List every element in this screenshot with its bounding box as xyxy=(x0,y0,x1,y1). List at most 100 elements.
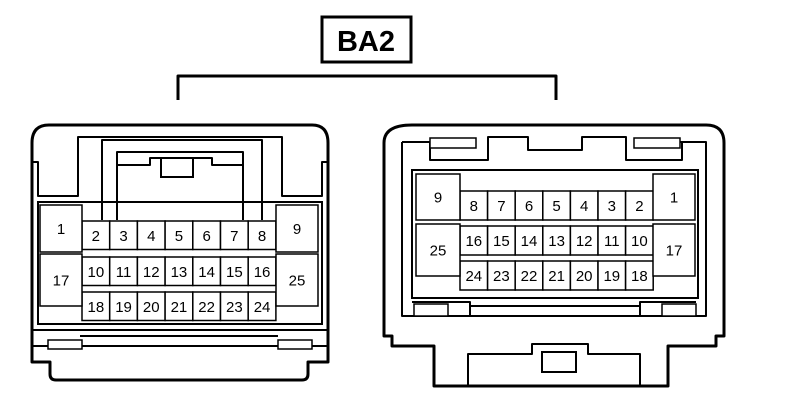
right-bottom-slot-right xyxy=(661,303,697,317)
right-connector-pin-label-1: 1 xyxy=(670,190,678,207)
left-connector-pin-cell-14 xyxy=(192,256,222,287)
left-connector-pin-label-25: 25 xyxy=(289,273,306,290)
left-connector-pin-label-7: 7 xyxy=(230,228,238,245)
left-bottom-tab-left xyxy=(47,339,83,350)
right-connector-pin-cell-8 xyxy=(459,190,489,221)
left-connector-pin-label-17: 17 xyxy=(53,273,70,290)
right-lock-button xyxy=(541,351,577,373)
right-connector-pin-label-14: 14 xyxy=(521,233,538,250)
left-connector-pin-label-11: 11 xyxy=(116,264,132,281)
left-connector-pin-label-6: 6 xyxy=(202,228,210,245)
left-connector-pin-label-18: 18 xyxy=(88,299,105,316)
left-connector-pin-label-16: 16 xyxy=(254,264,271,281)
right-connector-pin-cell-22 xyxy=(514,260,544,291)
right-connector-pin-label-5: 5 xyxy=(552,198,560,215)
right-connector-pin-cell-15 xyxy=(486,225,516,256)
right-connector-pin-cell-2 xyxy=(624,190,654,221)
left-connector-pin-label-12: 12 xyxy=(143,264,160,281)
right-connector-pin-label-9: 9 xyxy=(434,190,442,207)
right-bottom-rail xyxy=(412,301,696,316)
left-connector-pin-label-21: 21 xyxy=(171,299,188,316)
right-pin-block xyxy=(411,169,699,299)
left-connector-pin-label-1: 1 xyxy=(57,221,65,238)
left-connector-pin-cell-5 xyxy=(164,220,194,251)
right-connector-pin-label-8: 8 xyxy=(470,198,478,215)
right-connector-pin-label-2: 2 xyxy=(635,198,643,215)
left-pin-block xyxy=(37,201,323,325)
right-connector-pin-label-16: 16 xyxy=(465,233,482,250)
right-connector-pin-label-20: 20 xyxy=(576,268,593,285)
left-bottom-tab-right xyxy=(277,339,313,350)
right-housing xyxy=(382,123,726,388)
left-connector-pin-label-9: 9 xyxy=(293,221,301,238)
right-connector-pin-cell-20 xyxy=(569,260,599,291)
left-connector-pin-label-22: 22 xyxy=(198,299,215,316)
right-connector-pin-label-23: 23 xyxy=(493,268,510,285)
left-connector-pin-label-15: 15 xyxy=(226,264,243,281)
left-connector-pin-cell-16 xyxy=(247,256,277,287)
right-connector-pin-cell-11 xyxy=(597,225,627,256)
left-connector-pin-cell-7 xyxy=(219,220,249,251)
left-connector-pin-label-3: 3 xyxy=(119,228,127,245)
right-connector-pin-cell-24 xyxy=(459,260,489,291)
left-connector-pin-cell-12 xyxy=(136,256,166,287)
right-connector-pin-label-25: 25 xyxy=(430,243,447,260)
right-connector-pin-cell-10 xyxy=(624,225,654,256)
left-latch-button xyxy=(160,157,194,178)
left-connector-pin-cell-15 xyxy=(219,256,249,287)
right-connector-pin-label-15: 15 xyxy=(493,233,510,250)
right-connector-pin-label-22: 22 xyxy=(521,268,538,285)
right-connector-pin-label-12: 12 xyxy=(576,233,593,250)
left-connector-pin-cell-17 xyxy=(39,253,83,307)
left-connector-pin-cell-21 xyxy=(164,291,194,322)
right-connector-pin-cell-7 xyxy=(486,190,516,221)
left-connector-pin-label-14: 14 xyxy=(198,264,215,281)
left-connector-pin-label-13: 13 xyxy=(171,264,188,281)
right-connector-pin-label-11: 11 xyxy=(604,233,620,250)
connector-label: BA2 xyxy=(337,26,395,58)
left-connector-pin-label-19: 19 xyxy=(115,299,132,316)
left-connector-pin-cell-3 xyxy=(108,220,139,251)
right-connector-pin-cell-16 xyxy=(459,225,489,256)
right-top-tab-left xyxy=(429,137,477,149)
left-connector-pin-label-8: 8 xyxy=(258,228,266,245)
left-connector-pin-cell-25 xyxy=(275,253,319,307)
right-connector-pin-cell-25 xyxy=(415,223,461,277)
right-top-notch xyxy=(429,136,683,161)
left-connector-pin-cell-24 xyxy=(247,291,277,322)
right-connector-pin-label-6: 6 xyxy=(525,198,533,215)
left-connector-pin-cell-8 xyxy=(247,220,277,251)
left-connector-pin-label-24: 24 xyxy=(254,299,271,316)
right-connector-pin-label-7: 7 xyxy=(497,198,505,215)
left-latch xyxy=(101,139,263,220)
left-connector-pin-label-20: 20 xyxy=(143,299,160,316)
right-connector-pin-label-18: 18 xyxy=(631,268,648,285)
left-connector-pin-cell-1 xyxy=(39,204,83,253)
left-inner-outline xyxy=(32,136,328,197)
right-connector-pin-cell-14 xyxy=(514,225,544,256)
right-bottom-lock xyxy=(467,343,641,386)
right-connector-pin-label-4: 4 xyxy=(580,198,588,215)
right-connector-pin-label-24: 24 xyxy=(465,268,482,285)
right-connector-pin-cell-17 xyxy=(652,223,696,277)
left-connector-pin-cell-9 xyxy=(275,204,319,253)
connector-label-box xyxy=(320,15,413,64)
right-connector-pin-cell-23 xyxy=(486,260,516,291)
right-connector-pin-label-21: 21 xyxy=(548,268,565,285)
right-connector-pin-cell-9 xyxy=(415,173,461,221)
right-bottom-slot-left xyxy=(413,303,449,317)
left-connector-pin-cell-6 xyxy=(192,220,222,251)
right-connector-pin-cell-13 xyxy=(542,225,572,256)
left-housing xyxy=(30,123,330,382)
left-connector-pin-cell-23 xyxy=(219,291,249,322)
left-connector-pin-cell-11 xyxy=(108,256,139,287)
right-connector-pin-label-19: 19 xyxy=(603,268,620,285)
right-connector-pin-label-17: 17 xyxy=(666,243,683,260)
right-connector-pin-label-3: 3 xyxy=(608,198,616,215)
right-top-tab-right xyxy=(633,137,681,149)
connector-bracket xyxy=(176,74,558,100)
